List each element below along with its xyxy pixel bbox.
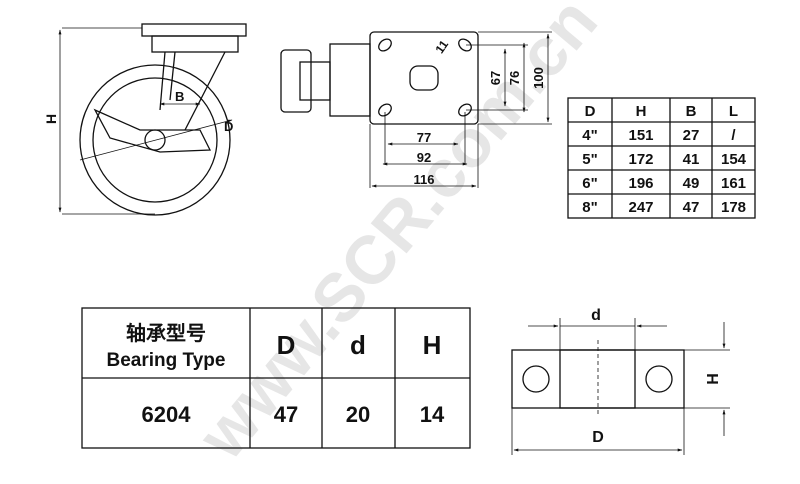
table-cell: 178	[721, 199, 746, 216]
svg-text:20: 20	[346, 402, 370, 427]
table-cell: 196	[628, 175, 653, 192]
table-cell: 247	[628, 199, 653, 216]
hole-label: 11	[432, 37, 451, 56]
h-dimension-label: H	[43, 114, 59, 124]
table-cell: 27	[683, 127, 700, 144]
table-cell: 4"	[582, 127, 597, 144]
table-cell: 161	[721, 175, 746, 192]
table-cell: 47	[683, 199, 700, 216]
d-dimension-label: D	[224, 119, 233, 134]
svg-text:d: d	[591, 307, 601, 324]
bearing-type-header-en: Bearing Type	[107, 350, 226, 371]
svg-text:d: d	[350, 330, 366, 360]
header-cell: B	[686, 103, 697, 120]
table-cell: 6"	[582, 175, 597, 192]
svg-text:6204: 6204	[142, 402, 192, 427]
svg-text:76: 76	[507, 71, 522, 85]
caster-side-view: H B D	[43, 23, 247, 216]
table-cell: 154	[721, 151, 747, 168]
svg-text:116: 116	[414, 172, 435, 187]
b-dimension-label: B	[175, 89, 184, 104]
svg-text:77: 77	[417, 130, 431, 145]
svg-text:D: D	[592, 429, 604, 446]
svg-text:67: 67	[488, 71, 503, 85]
svg-text:92: 92	[417, 150, 431, 165]
watermark: www.SCR.com.cn	[183, 0, 612, 474]
table-cell: 172	[628, 151, 653, 168]
svg-text:14: 14	[420, 402, 445, 427]
table-cell: 8"	[582, 199, 597, 216]
svg-text:www.SCR.com.cn: www.SCR.com.cn	[183, 0, 612, 474]
top-plate-view: 11 77 92 116 67 76 100	[280, 31, 552, 188]
svg-text:H: H	[705, 373, 722, 385]
svg-text:100: 100	[531, 67, 546, 89]
table-cell: 49	[683, 175, 700, 192]
size-table: D H B L 4" 151 27 / 5" 172 41 154 6" 196 49 161 8" 247 47 1…	[567, 97, 756, 219]
bearing-table: 轴承型号 Bearing Type D d H 6204 47 20 14	[81, 307, 471, 449]
table-cell: 41	[683, 151, 700, 168]
table-cell: 151	[628, 127, 653, 144]
table-cell: /	[731, 127, 736, 144]
table-cell: 5"	[582, 151, 597, 168]
svg-text:D: D	[277, 330, 296, 360]
bearing-section: d H D	[511, 307, 730, 455]
svg-text:47: 47	[274, 402, 298, 427]
header-cell: L	[729, 103, 738, 120]
svg-text:H: H	[423, 330, 442, 360]
header-cell: D	[585, 103, 596, 120]
header-cell: H	[636, 103, 647, 120]
bearing-type-header-cn: 轴承型号	[126, 321, 206, 345]
